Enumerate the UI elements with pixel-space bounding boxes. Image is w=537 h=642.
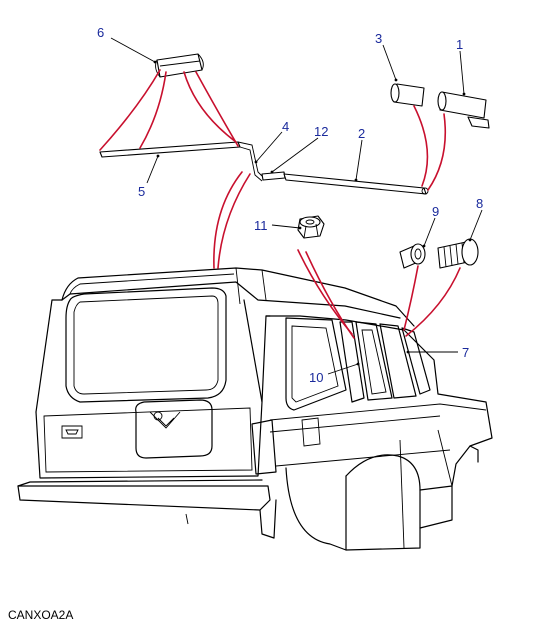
callout-6: 6 — [97, 25, 104, 40]
part-8-stud — [437, 238, 479, 269]
part-2-roof-strip — [283, 173, 429, 195]
callout-5: 5 — [138, 184, 145, 199]
callout-2: 2 — [358, 126, 365, 141]
callout-4: 4 — [282, 119, 289, 134]
part-5-roof-strip — [99, 141, 263, 182]
callout-1: 1 — [456, 37, 463, 52]
callout-labels: 6 1 3 4 12 2 5 11 9 8 10 7 — [97, 25, 483, 385]
part-1-end-cap — [437, 91, 490, 129]
vehicle-body — [17, 267, 493, 551]
part-3-end-cap — [390, 83, 425, 107]
callout-10: 10 — [309, 370, 323, 385]
callout-7: 7 — [462, 345, 469, 360]
part-11-nut — [297, 215, 325, 239]
callout-3: 3 — [375, 31, 382, 46]
figure-code: CANXOA2A — [8, 608, 74, 622]
callout-9: 9 — [432, 204, 439, 219]
connector-lines — [99, 69, 461, 339]
part-9-grommet — [399, 243, 426, 269]
callout-12: 12 — [314, 124, 328, 139]
callout-11: 11 — [254, 218, 268, 233]
leader-lines — [110, 37, 483, 375]
part-12-joint — [261, 171, 286, 181]
callout-8: 8 — [476, 196, 483, 211]
